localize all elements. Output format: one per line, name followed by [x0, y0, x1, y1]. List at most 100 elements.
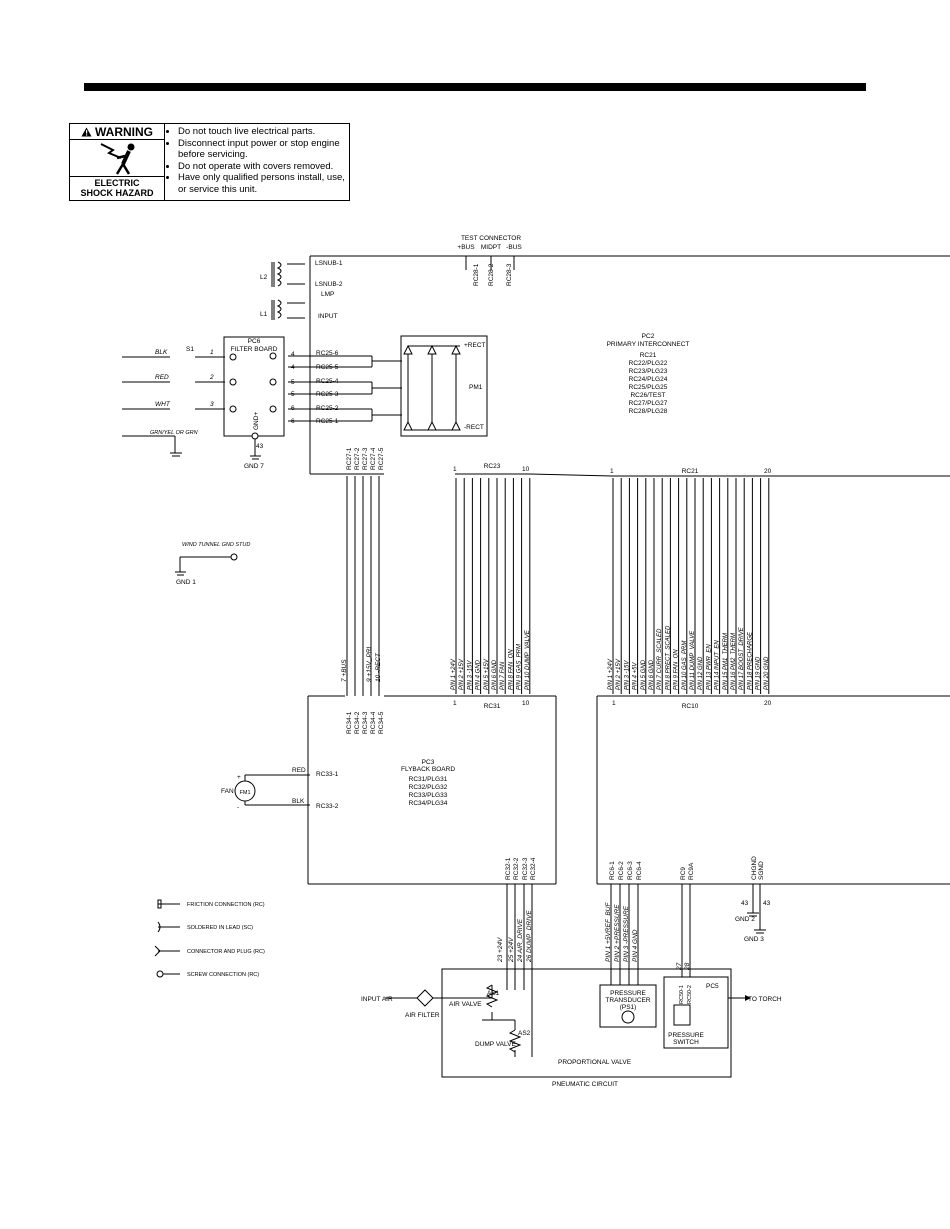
rc9-wire-label: 27: [676, 962, 683, 971]
gnd-number: 43: [256, 443, 264, 450]
line-wire-label: WHT: [155, 401, 171, 408]
rc10-label: RC10: [682, 703, 699, 710]
rc34-label: RC34-2: [354, 711, 361, 734]
fan-label: FAN: [221, 788, 234, 795]
dump-valve-label: DUMP VALVE: [475, 1041, 516, 1048]
harness-wire-label: PIN 15 PM1_THERM: [723, 633, 729, 690]
rc32-wire-label: 26 DUMP_DRIVE: [526, 910, 533, 963]
screw-terminal-icons: [229, 352, 277, 561]
schematic-wires: [122, 255, 950, 1078]
caption-line-1: ELECTRIC: [94, 178, 140, 188]
rc32-label: RC32-1: [505, 857, 512, 880]
dump-valve-solenoid-icon: [508, 1029, 522, 1053]
torch-arrow-icon: [745, 995, 751, 1001]
rc27-label: RC27-5: [378, 447, 385, 470]
pc3-subtitle: FLYBACK BOARD: [401, 766, 455, 773]
rc32-wire-label: 23 +24V: [497, 937, 504, 963]
pc2-line: RC27/PLG27: [629, 400, 668, 407]
fan-motor-icon: [234, 780, 256, 802]
header-rule: [84, 83, 866, 91]
rc25-label: RC25-4: [316, 378, 339, 385]
line-wire-label: RED: [155, 374, 169, 381]
warning-title: WARNING: [70, 124, 164, 140]
rc6-label: RC6-2: [618, 861, 625, 880]
harness-wire-label: PIN 14 INPUT_EN: [715, 640, 721, 690]
harness-wire-label: PIN 7 FAN: [500, 661, 506, 690]
pc3-line: RC32/PLG32: [409, 784, 448, 791]
warning-item: Do not touch live electrical parts.: [178, 126, 345, 138]
lsnub1-label: LSNUB-1: [315, 260, 343, 267]
harness-wire-label: PIN 8 PRECT_SCALED: [665, 625, 671, 690]
proportional-valve-label: PROPORTIONAL VALVE: [558, 1059, 632, 1066]
harness-wire-label: PIN 1 +24V: [608, 658, 614, 690]
fm1-label: FM1: [240, 790, 251, 796]
pc2-line: RC28/PLG28: [629, 408, 668, 415]
harness-wire-label: PIN 5 GND: [641, 659, 647, 690]
inductor-l2-icon: [271, 261, 282, 287]
pressure-switch-label: PRESSURE: [668, 1032, 704, 1039]
rc27-label: RC27-4: [370, 447, 377, 470]
rc25-label: RC25-6: [316, 350, 339, 357]
pm1-minus-rect: -RECT: [464, 424, 484, 431]
test-connector-ref: RC28-1: [473, 263, 480, 286]
gnd3-number: 43: [763, 900, 771, 907]
test-connector-title: TEST CONNECTOR: [461, 235, 521, 242]
harness-wire-label: PIN 2 +15V: [459, 658, 465, 690]
gnd7-label: GND 7: [244, 463, 264, 470]
rc25-label: RC25-1: [316, 418, 339, 425]
rc6-wire-label: PIN 4 GND: [632, 929, 639, 962]
filter-pin: 5: [291, 379, 295, 386]
gnd2-label: GND 2: [735, 916, 755, 923]
fan-blk-label: BLK: [292, 798, 305, 805]
harness-wire-label: PIN 2 +15V: [616, 658, 622, 690]
rc6-label: RC6-4: [636, 861, 643, 880]
rc32-label: RC32-2: [513, 857, 520, 880]
pneumatic-circuit-label: PNEUMATIC CIRCUIT: [552, 1081, 618, 1088]
filter-pin: 4: [291, 351, 295, 358]
pc2-line: RC26/TEST: [630, 392, 665, 399]
gnd2-number: 43: [741, 900, 749, 907]
air-valve-label: AIR VALVE: [449, 1001, 482, 1008]
harness-wire-label: PIN 4 GND: [476, 659, 482, 690]
rc34-wire-label: 7 +BUS: [341, 659, 348, 682]
warning-instructions: Do not touch live electrical parts. Disc…: [165, 124, 349, 200]
warning-list: Do not touch live electrical parts. Disc…: [169, 126, 345, 195]
air-filter-label: AIR FILTER: [405, 1012, 440, 1019]
rc9-label: RC9A: [688, 862, 695, 880]
harness-wire-label: PIN 6 GND: [649, 659, 655, 690]
rc25-label: RC25-2: [316, 405, 339, 412]
gnd3-label: GND 3: [744, 936, 764, 943]
pc2-subtitle: PRIMARY INTERCONNECT: [607, 341, 690, 348]
rc6-wire-label: PIN 1 +5VREF_BUF: [605, 902, 612, 962]
rc31-last: 10: [522, 700, 530, 707]
harness-wire-label: PIN 6 GND: [492, 659, 498, 690]
warning-item: Do not operate with covers removed.: [178, 161, 345, 173]
legend-symbols: [154, 899, 180, 978]
rc10-last: 20: [764, 700, 772, 707]
filter-pin: 5: [291, 391, 295, 398]
pc6-title: PC6: [248, 338, 261, 345]
rc25-label: RC25-3: [316, 391, 339, 398]
warning-icon-panel: WARNING ELECTRIC SHOCK HAZARD: [70, 124, 165, 200]
legend-label: FRICTION CONNECTION (RC): [187, 902, 265, 908]
legend-label: SCREW CONNECTION (RC): [187, 972, 259, 978]
pc2-title: PC2: [642, 333, 655, 340]
pm1-plus-rect: +RECT: [464, 342, 486, 349]
line-wire-number: 1: [210, 349, 214, 356]
rc21-label: RC21: [682, 468, 699, 475]
pressure-switch-label: SWITCH: [673, 1039, 699, 1046]
rc27-label: RC27-2: [354, 447, 361, 470]
inductor-l1-icon: [271, 299, 282, 320]
line-wire-number: 3: [210, 401, 214, 408]
chgnd-label: CHGND: [751, 856, 758, 880]
lmp-label: LMP: [321, 291, 334, 298]
rc21-first: 1: [610, 468, 614, 475]
as2-label: AS2: [518, 1030, 531, 1037]
rc33-label: RC33-2: [316, 803, 339, 810]
rc21-last: 20: [764, 468, 772, 475]
l1-label: L1: [260, 311, 268, 318]
rc33-label: RC33-1: [316, 771, 339, 778]
warning-item: Have only qualified persons install, use…: [178, 172, 345, 195]
rc31-label: RC31: [484, 703, 501, 710]
line-wire-label: BLK: [155, 349, 168, 356]
